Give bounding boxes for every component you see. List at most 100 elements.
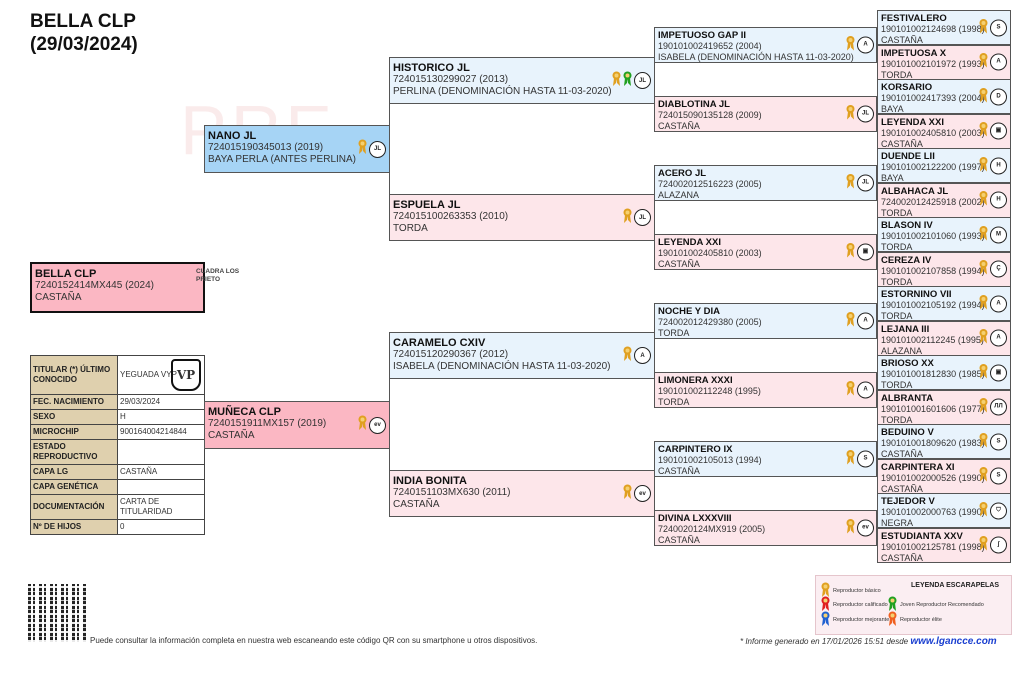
brand-mark-icon: D [990, 88, 1007, 105]
ancestor-name: KORSARIO [881, 82, 933, 93]
ancestor-id: 190101001809620 (1983) [881, 438, 985, 448]
brand-mark-icon: H [990, 157, 1007, 174]
website-link[interactable]: www.lgancce.com [910, 636, 997, 647]
info-key: TITULAR (*) ÚLTIMO CONOCIDO [30, 355, 118, 395]
rosette-icon [846, 105, 855, 124]
brand-mark-icon: ЛЛ [990, 398, 1007, 416]
rosette-icon [821, 611, 830, 629]
connector-line [654, 459, 655, 528]
connector-line [876, 510, 877, 545]
qr-code[interactable] [28, 584, 86, 642]
ancestor-name: ALBAHACA JL [881, 185, 949, 197]
ancestor-coat: CASTAÑA [658, 121, 700, 131]
ancestor-coat: TORDA [393, 223, 428, 234]
ancestor-id: 724002012425918 (2002) [881, 196, 985, 207]
brand-mark-icon: A [990, 53, 1007, 71]
connector-line [654, 45, 655, 114]
ancestor-icons: A [979, 294, 1007, 313]
ancestor-name: NOCHE Y DIA [658, 306, 720, 317]
ancestor-icons: H [979, 156, 1007, 175]
info-key: FEC. NACIMIENTO [30, 394, 118, 410]
ancestor-id: 724015190345013 (2019) [208, 142, 324, 153]
info-row: CAPA GENÉTICA [30, 479, 205, 495]
ancestor-icons: A [979, 329, 1007, 348]
legend-label: Reproductor élite [900, 617, 942, 623]
rosette-icon [979, 260, 988, 279]
ancestor-coat: TORDA [881, 69, 913, 80]
ancestor-coat: ISABELA (DENOMINACIÓN HASTA 11-03-2020) [393, 361, 611, 372]
rosette-icon [979, 18, 988, 37]
ancestor-icons: Ç [979, 260, 1007, 279]
rosette-icon [623, 346, 632, 366]
horse-name-title: BELLA CLP [30, 11, 136, 32]
ancestor-icons: S [846, 450, 874, 469]
ancestor-name: LEYENDA XXI [658, 237, 721, 248]
ancestor-name: FESTIVALERO [881, 13, 947, 24]
info-value [117, 479, 205, 495]
legend-item: Reproductor calificado [821, 596, 888, 614]
ancestor-id: 190101002419652 (2004) [658, 41, 762, 51]
ancestor-coat: CASTAÑA [881, 138, 923, 149]
ancestor-coat: BAYA [881, 173, 904, 183]
ancestor-icons: JL [846, 105, 874, 124]
brand-mark-icon: ⛉ [990, 502, 1007, 519]
brand-mark-icon: A [857, 36, 874, 54]
ancestor-id: 190101002112248 (1995) [658, 386, 761, 396]
generated-text: * Informe generado en 17/01/2026 15:51 d… [740, 637, 909, 646]
ancestor-icons: A [846, 36, 874, 55]
ancestor-coat: ISABELA (DENOMINACIÓN HASTA 11-03-2020) [658, 52, 854, 62]
legend-label: Joven Reproductor Recomendado [900, 602, 984, 608]
ancestor-name: ESTORNINO VII [881, 289, 952, 300]
connector-line [876, 234, 877, 269]
brand-mark-icon: JL [857, 174, 874, 192]
brand-mark-icon: S [990, 467, 1007, 485]
rosette-icon [979, 294, 988, 313]
ancestor-icons: ev [846, 519, 874, 538]
subject-box: BELLA CLP 7240152414MX445 (2024) CASTAÑA… [30, 262, 239, 313]
owner-logo: VP [171, 359, 201, 391]
ancestor-id: 190101002105192 (1994) [881, 300, 985, 310]
rosette-icon [623, 71, 632, 91]
rosette-icon [358, 415, 367, 435]
info-value: 0 [117, 519, 205, 535]
brand-mark-icon: A [990, 295, 1007, 312]
rosette-icon [979, 87, 988, 106]
brand-mark-icon: ▣ [990, 364, 1007, 381]
ancestor-id: 190101002405810 (2003) [658, 248, 762, 258]
ancestor-name: BEDUINO V [881, 427, 934, 438]
ancestor-name: ALBRANTA [881, 392, 934, 404]
